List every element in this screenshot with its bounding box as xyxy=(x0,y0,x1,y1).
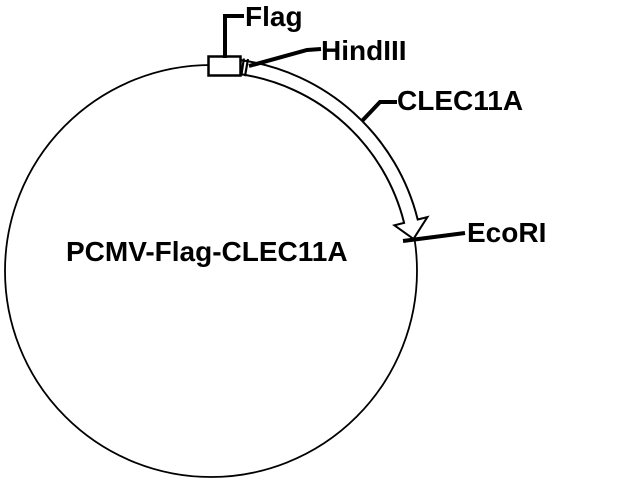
flag-leader-line xyxy=(223,14,244,58)
clec11a-leader-line xyxy=(360,100,397,123)
ecori-site-tick-leader xyxy=(402,231,466,243)
clec11a-gene-label: CLEC11A xyxy=(397,85,524,116)
flag-box xyxy=(207,55,242,77)
ecori-site-label: EcoRI xyxy=(467,217,547,248)
hindiii-tick-1 xyxy=(240,58,245,76)
flag-feature-label: Flag xyxy=(245,1,303,32)
hindiii-site-label: HindIII xyxy=(321,35,407,66)
hindiii-leader-line xyxy=(248,47,322,68)
hindiii-tick-2 xyxy=(243,58,250,77)
clec11a-gene-arrow xyxy=(237,58,430,241)
plasmid-name-label: PCMV-Flag-CLEC11A xyxy=(66,236,348,267)
